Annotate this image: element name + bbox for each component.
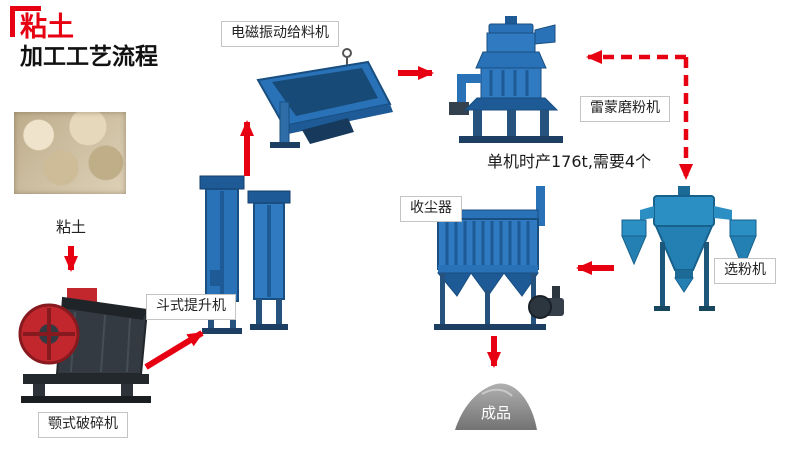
product-pile-shape [455,383,537,430]
label-dust-collector: 收尘器 [400,196,462,222]
jaw-crusher-illustration [18,288,151,403]
powder-classifier-illustration [621,186,757,311]
label-raymond-mill: 雷蒙磨粉机 [580,96,670,122]
label-clay: 粘土 [55,218,86,236]
product-pile: 成品 [452,374,540,432]
label-product: 成品 [480,404,511,422]
bucket-elevator-illustration [199,175,291,334]
raymond-mill-illustration [449,16,563,143]
label-bucket-elevator: 斗式提升机 [146,294,236,320]
vibrating-feeder-illustration [256,48,393,148]
label-classifier: 选粉机 [714,258,776,284]
label-jaw-crusher: 颚式破碎机 [38,412,128,438]
dust-collector-illustration [434,186,564,330]
label-vibrating-feeder: 电磁振动给料机 [221,21,339,47]
mill-capacity-note: 单机时产176t,需要4个 [487,152,652,171]
title-corner-bracket [10,6,41,37]
title-line2: 加工工艺流程 [20,44,158,71]
title-block: 粘土 加工工艺流程 [10,6,158,72]
title-line1: 粘土 [20,12,74,43]
clay-material-photo [14,112,126,194]
